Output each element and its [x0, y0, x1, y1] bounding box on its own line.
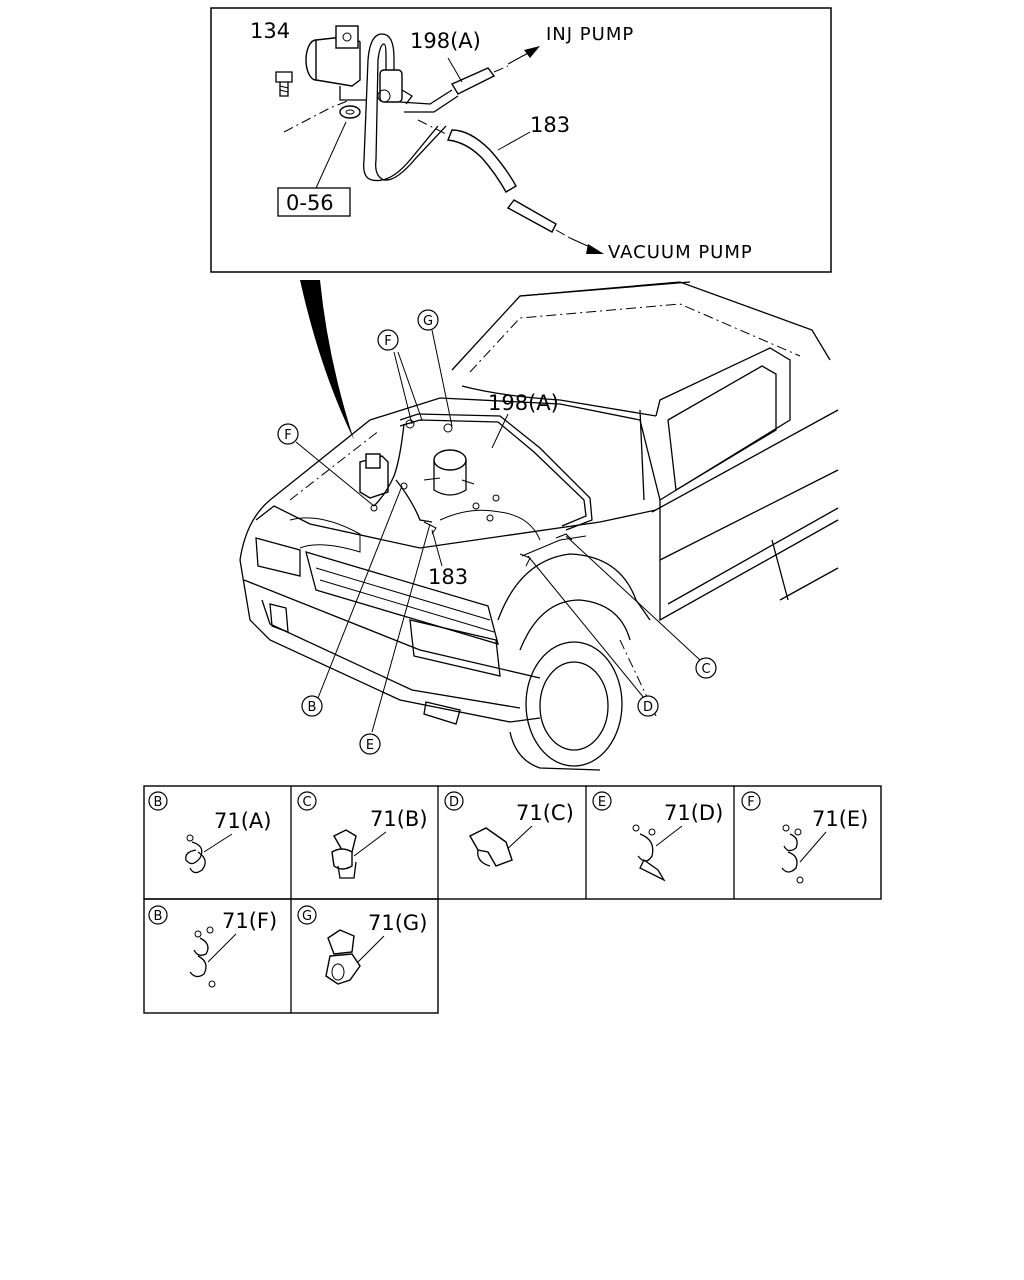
- bolt-134-drawing: [275, 71, 293, 97]
- svg-text:71(B): 71(B): [370, 807, 428, 831]
- clip-71b-drawing: [331, 829, 357, 879]
- svg-text:B: B: [308, 700, 317, 715]
- valve-drawing: [305, 25, 366, 119]
- svg-text:71(A): 71(A): [214, 809, 271, 833]
- clip-71c-drawing: [469, 827, 513, 867]
- callout-d: D: [637, 695, 659, 717]
- arrow-vacuum-pump: [569, 237, 604, 254]
- arrow-inj-pump: [507, 46, 540, 65]
- clip-cell-71e: F 71(E): [741, 791, 868, 884]
- callout-e: E: [359, 733, 381, 755]
- svg-text:E: E: [366, 738, 374, 753]
- clip-cell-71f: B 71(F): [148, 905, 277, 988]
- label-ref-0-56: 0-56: [286, 191, 334, 215]
- svg-text:E: E: [598, 795, 606, 810]
- label-134: 134: [250, 19, 290, 43]
- svg-text:G: G: [302, 909, 312, 924]
- svg-text:B: B: [154, 795, 163, 810]
- svg-text:71(G): 71(G): [368, 911, 427, 935]
- svg-text:D: D: [643, 700, 653, 715]
- label-198a-inset: 198(A): [410, 29, 481, 53]
- svg-text:71(F): 71(F): [222, 909, 277, 933]
- clip-cell-71b: C 71(B): [297, 791, 428, 879]
- clip-71d-drawing: [632, 824, 666, 882]
- svg-text:71(D): 71(D): [664, 801, 723, 825]
- clip-cell-71g: G 71(G): [297, 905, 427, 985]
- clip-71g-drawing: [325, 929, 361, 985]
- label-183-inset: 183: [530, 113, 570, 137]
- label-183-main: 183: [428, 565, 468, 589]
- svg-text:71(C): 71(C): [516, 801, 574, 825]
- clip-71a-drawing: [185, 834, 206, 874]
- callout-f-top: F: [377, 329, 399, 351]
- svg-text:F: F: [384, 334, 391, 349]
- svg-text:C: C: [302, 795, 311, 810]
- detail-pointer: [300, 280, 354, 440]
- inset-detail: 134 198(A) 183 INJ PUMP VACUUM PUMP 0-56: [210, 7, 832, 273]
- clip-cell-71a: B 71(A): [148, 791, 271, 874]
- svg-text:G: G: [423, 314, 433, 329]
- ref-box: [277, 187, 351, 217]
- svg-text:71(E): 71(E): [812, 807, 868, 831]
- clip-71e-drawing: [781, 824, 804, 884]
- svg-text:F: F: [747, 795, 754, 810]
- callout-b: B: [301, 695, 323, 717]
- label-198a-main: 198(A): [488, 391, 559, 415]
- callout-g: G: [417, 309, 439, 331]
- clip-71f-drawing: [189, 926, 216, 988]
- hose-183-drawing: [447, 129, 557, 233]
- clip-cell-71c: D 71(C): [444, 791, 574, 867]
- svg-text:F: F: [284, 428, 291, 443]
- label-inj-pump: INJ PUMP: [546, 24, 634, 45]
- clip-table: B 71(A) C 71(B) D 71(C): [143, 785, 882, 1014]
- hose-198a-drawing: [450, 67, 496, 95]
- callout-f-left: F: [277, 423, 299, 445]
- svg-text:C: C: [701, 662, 710, 677]
- callout-c: C: [695, 657, 717, 679]
- svg-text:D: D: [449, 795, 459, 810]
- callout-leaders: [295, 329, 701, 733]
- check-valve-drawing: [377, 69, 413, 105]
- svg-text:B: B: [154, 909, 163, 924]
- truck-drawing: [239, 281, 839, 771]
- inset-frame: [210, 7, 832, 273]
- label-vacuum-pump: VACUUM PUMP: [608, 242, 753, 263]
- clip-cell-71d: E 71(D): [592, 791, 723, 882]
